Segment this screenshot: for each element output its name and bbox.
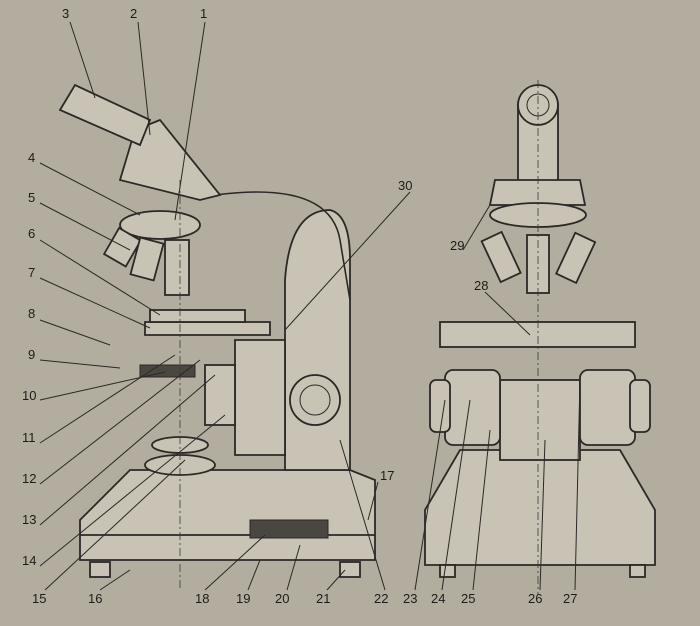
label-23: 23 <box>403 591 417 606</box>
label-25: 25 <box>461 591 475 606</box>
label-8: 8 <box>28 306 35 321</box>
label-15: 15 <box>32 591 46 606</box>
foot-left <box>89 561 111 578</box>
label-26: 26 <box>528 591 542 606</box>
stage <box>144 321 271 336</box>
condenser <box>204 364 236 426</box>
label-14: 14 <box>22 553 36 568</box>
label-17: 17 <box>380 468 394 483</box>
label-10: 10 <box>22 388 36 403</box>
label-20: 20 <box>275 591 289 606</box>
label-9: 9 <box>28 347 35 362</box>
label-2: 2 <box>130 6 137 21</box>
focus-wheel-grille <box>249 519 329 539</box>
label-24: 24 <box>431 591 445 606</box>
label-4: 4 <box>28 150 35 165</box>
label-21: 21 <box>316 591 330 606</box>
front-view-microscope <box>424 80 656 595</box>
eyepiece-tube <box>58 83 152 147</box>
label-30: 30 <box>398 178 412 193</box>
base <box>79 469 376 561</box>
label-28: 28 <box>474 278 488 293</box>
coarse-focus-knob <box>289 374 341 426</box>
stage-control <box>139 364 196 378</box>
label-1: 1 <box>200 6 207 21</box>
label-22: 22 <box>374 591 388 606</box>
label-18: 18 <box>195 591 209 606</box>
front-base <box>424 449 656 566</box>
leader-lines <box>39 21 581 591</box>
right-focus-knob <box>579 369 636 446</box>
label-27: 27 <box>563 591 577 606</box>
front-stage <box>439 321 636 348</box>
label-16: 16 <box>88 591 102 606</box>
label-29: 29 <box>450 238 464 253</box>
label-3: 3 <box>62 6 69 21</box>
left-focus-knob <box>444 369 501 446</box>
part-labels: 1 2 3 4 5 6 7 8 9 10 11 12 13 14 15 16 1… <box>22 6 577 606</box>
objective-3 <box>164 239 190 296</box>
label-19: 19 <box>236 591 250 606</box>
label-13: 13 <box>22 512 36 527</box>
objective-2 <box>129 236 165 282</box>
label-11: 11 <box>22 430 36 445</box>
label-12: 12 <box>22 471 36 486</box>
foot-right <box>339 561 361 578</box>
side-view-microscope <box>58 83 376 590</box>
label-7: 7 <box>28 265 35 280</box>
label-5: 5 <box>28 190 35 205</box>
arm <box>284 209 351 471</box>
label-6: 6 <box>28 226 35 241</box>
objective-1 <box>102 226 142 268</box>
